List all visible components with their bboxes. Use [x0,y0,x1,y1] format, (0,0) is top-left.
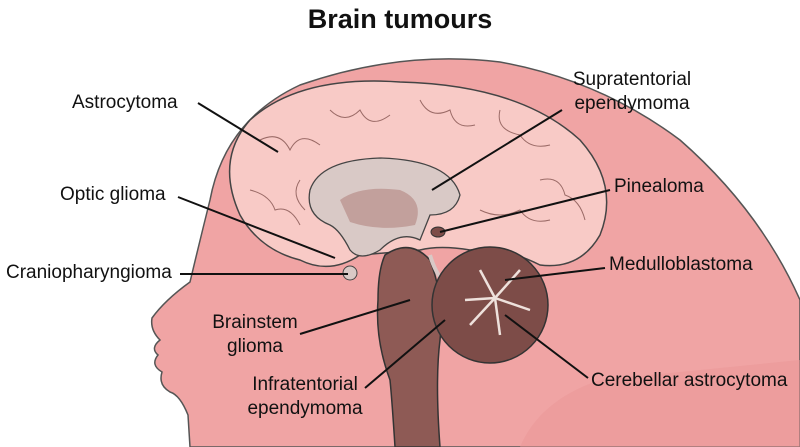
label-line-2: glioma [227,336,283,357]
label-line-1: Supratentorial [572,69,692,90]
label-cerebellar-astrocytoma: Cerebellar astrocytoma [591,370,788,391]
leader-lines [177,102,611,389]
label-infratentorial-ependymoma: Infratentorial ependymoma [240,373,370,421]
label-line-1: Infratentorial [252,374,358,395]
label-line-1: Brainstem [212,312,298,333]
thalamus [340,188,418,228]
label-line-2: ependymoma [247,398,363,419]
label-line-2: ependymoma [574,93,690,114]
label-supratentorial-ependymoma: Supratentorial ependymoma [566,68,698,116]
label-optic-glioma: Optic glioma [60,184,166,205]
label-medulloblastoma: Medulloblastoma [609,254,753,275]
label-pinealoma: Pinealoma [614,176,704,197]
label-astrocytoma: Astrocytoma [72,92,178,113]
neck [520,360,800,447]
pineal-gland [430,226,446,238]
diagram-title: Brain tumours [307,4,493,34]
label-craniopharyngioma: Craniopharyngioma [6,262,172,283]
label-brainstem-glioma: Brainstem glioma [205,311,305,359]
